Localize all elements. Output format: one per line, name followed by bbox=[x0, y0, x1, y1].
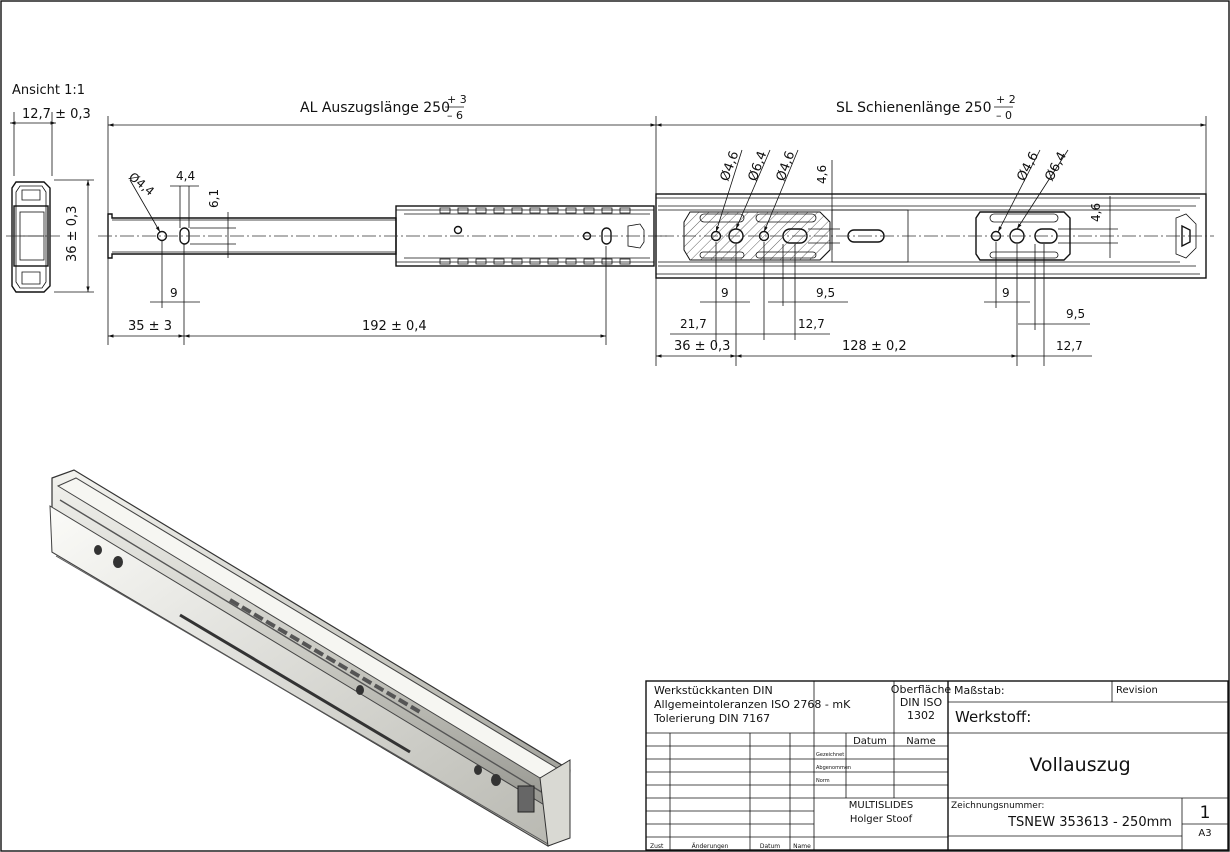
surface-1: Oberfläche bbox=[891, 683, 952, 696]
dia-46-c: Ø4,6 bbox=[1014, 150, 1042, 184]
person: Holger Stoof bbox=[850, 814, 913, 825]
inner-rail-view: Ø4,4 4,4 6,1 9 35 ± 3 192 ± 0,4 bbox=[98, 169, 668, 345]
dim-217: 21,7 bbox=[680, 317, 707, 331]
row-drawn: Gezeichnet bbox=[816, 752, 844, 758]
rail-3d-render bbox=[49, 469, 571, 847]
dim-9-a: 9 bbox=[721, 286, 729, 300]
part-name: Vollauszug bbox=[1029, 754, 1130, 776]
dim-127-a: 12,7 bbox=[798, 317, 825, 331]
dia-64-b: Ø6,4 bbox=[1042, 150, 1070, 184]
sl-tol-upper: + 2 bbox=[996, 93, 1016, 106]
title-block: Werkstückkanten DIN Allgemeintoleranzen … bbox=[645, 680, 1229, 851]
al-tol-upper: + 3 bbox=[447, 93, 467, 106]
surface-2: DIN ISO bbox=[900, 696, 943, 709]
dia-64-a: Ø6,4 bbox=[746, 149, 771, 183]
dia-46-b: Ø4,6 bbox=[774, 149, 799, 183]
row-approved: Abgenommen bbox=[816, 765, 851, 771]
revision-label: Revision bbox=[1116, 685, 1158, 696]
scale-label: Maßstab: bbox=[954, 684, 1005, 697]
sheet-format: A3 bbox=[1198, 828, 1211, 839]
drawing-number: TSNEW 353613 - 250mm bbox=[1007, 815, 1172, 830]
view-label: Ansicht 1:1 bbox=[12, 83, 85, 98]
hole-spacing-dim: 9 bbox=[170, 286, 178, 300]
dim-95-a: 9,5 bbox=[816, 286, 835, 300]
surface-3: 1302 bbox=[907, 709, 935, 722]
dim-35: 35 ± 3 bbox=[128, 319, 172, 334]
dim-95-b: 9,5 bbox=[1066, 307, 1085, 321]
view-width-dim: 12,7 ± 0,3 bbox=[22, 107, 91, 122]
slot-height-dim: 6,1 bbox=[207, 189, 221, 208]
material-label: Werkstoff: bbox=[955, 708, 1031, 726]
company: MULTISLIDES bbox=[849, 800, 913, 811]
general-line-2: Allgemeintoleranzen ISO 2768 - mK bbox=[654, 698, 851, 711]
view-height-dim: 36 ± 0,3 bbox=[65, 206, 80, 262]
footer-zust: Zust bbox=[650, 843, 664, 850]
dim-127-b: 12,7 bbox=[1056, 339, 1083, 353]
general-line-1: Werkstückkanten DIN bbox=[654, 684, 773, 697]
dim-9-b: 9 bbox=[1002, 286, 1010, 300]
row-norm: Norm bbox=[816, 778, 830, 784]
general-line-3: Tolerierung DIN 7167 bbox=[653, 712, 770, 725]
dim-36: 36 ± 0,3 bbox=[674, 339, 730, 354]
al-label: AL Auszugslänge 250 bbox=[300, 100, 450, 116]
name-head: Name bbox=[906, 736, 936, 747]
sheet-number: 1 bbox=[1200, 803, 1211, 823]
outer-rail-view: Ø4,6 Ø6,4 Ø4,6 4,6 Ø4,6 Ø6,4 4,6 9 9,5 2… bbox=[655, 149, 1214, 366]
footer-date: Datum bbox=[760, 843, 780, 850]
slot-width-dim: 4,4 bbox=[176, 169, 195, 183]
al-tol-lower: – 6 bbox=[447, 109, 463, 122]
drawing-no-label: Zeichnungsnummer: bbox=[951, 801, 1044, 811]
dim-128: 128 ± 0,2 bbox=[842, 339, 907, 354]
slot-46-b: 4,6 bbox=[1089, 203, 1103, 222]
date-head: Datum bbox=[853, 736, 887, 747]
hole-dia-label: Ø4,4 bbox=[126, 170, 157, 199]
footer-name: Name bbox=[793, 843, 811, 850]
dia-46-a: Ø4,6 bbox=[718, 149, 743, 183]
slot-46-a: 4,6 bbox=[815, 165, 829, 184]
footer-changes: Änderungen bbox=[692, 843, 729, 850]
sl-label: SL Schienenlänge 250 bbox=[836, 100, 991, 116]
side-view: Ansicht 1:1 12,7 ± 0,3 36 ± 0,3 bbox=[6, 83, 94, 293]
sl-tol-lower: – 0 bbox=[996, 109, 1012, 122]
dim-192: 192 ± 0,4 bbox=[362, 319, 427, 334]
